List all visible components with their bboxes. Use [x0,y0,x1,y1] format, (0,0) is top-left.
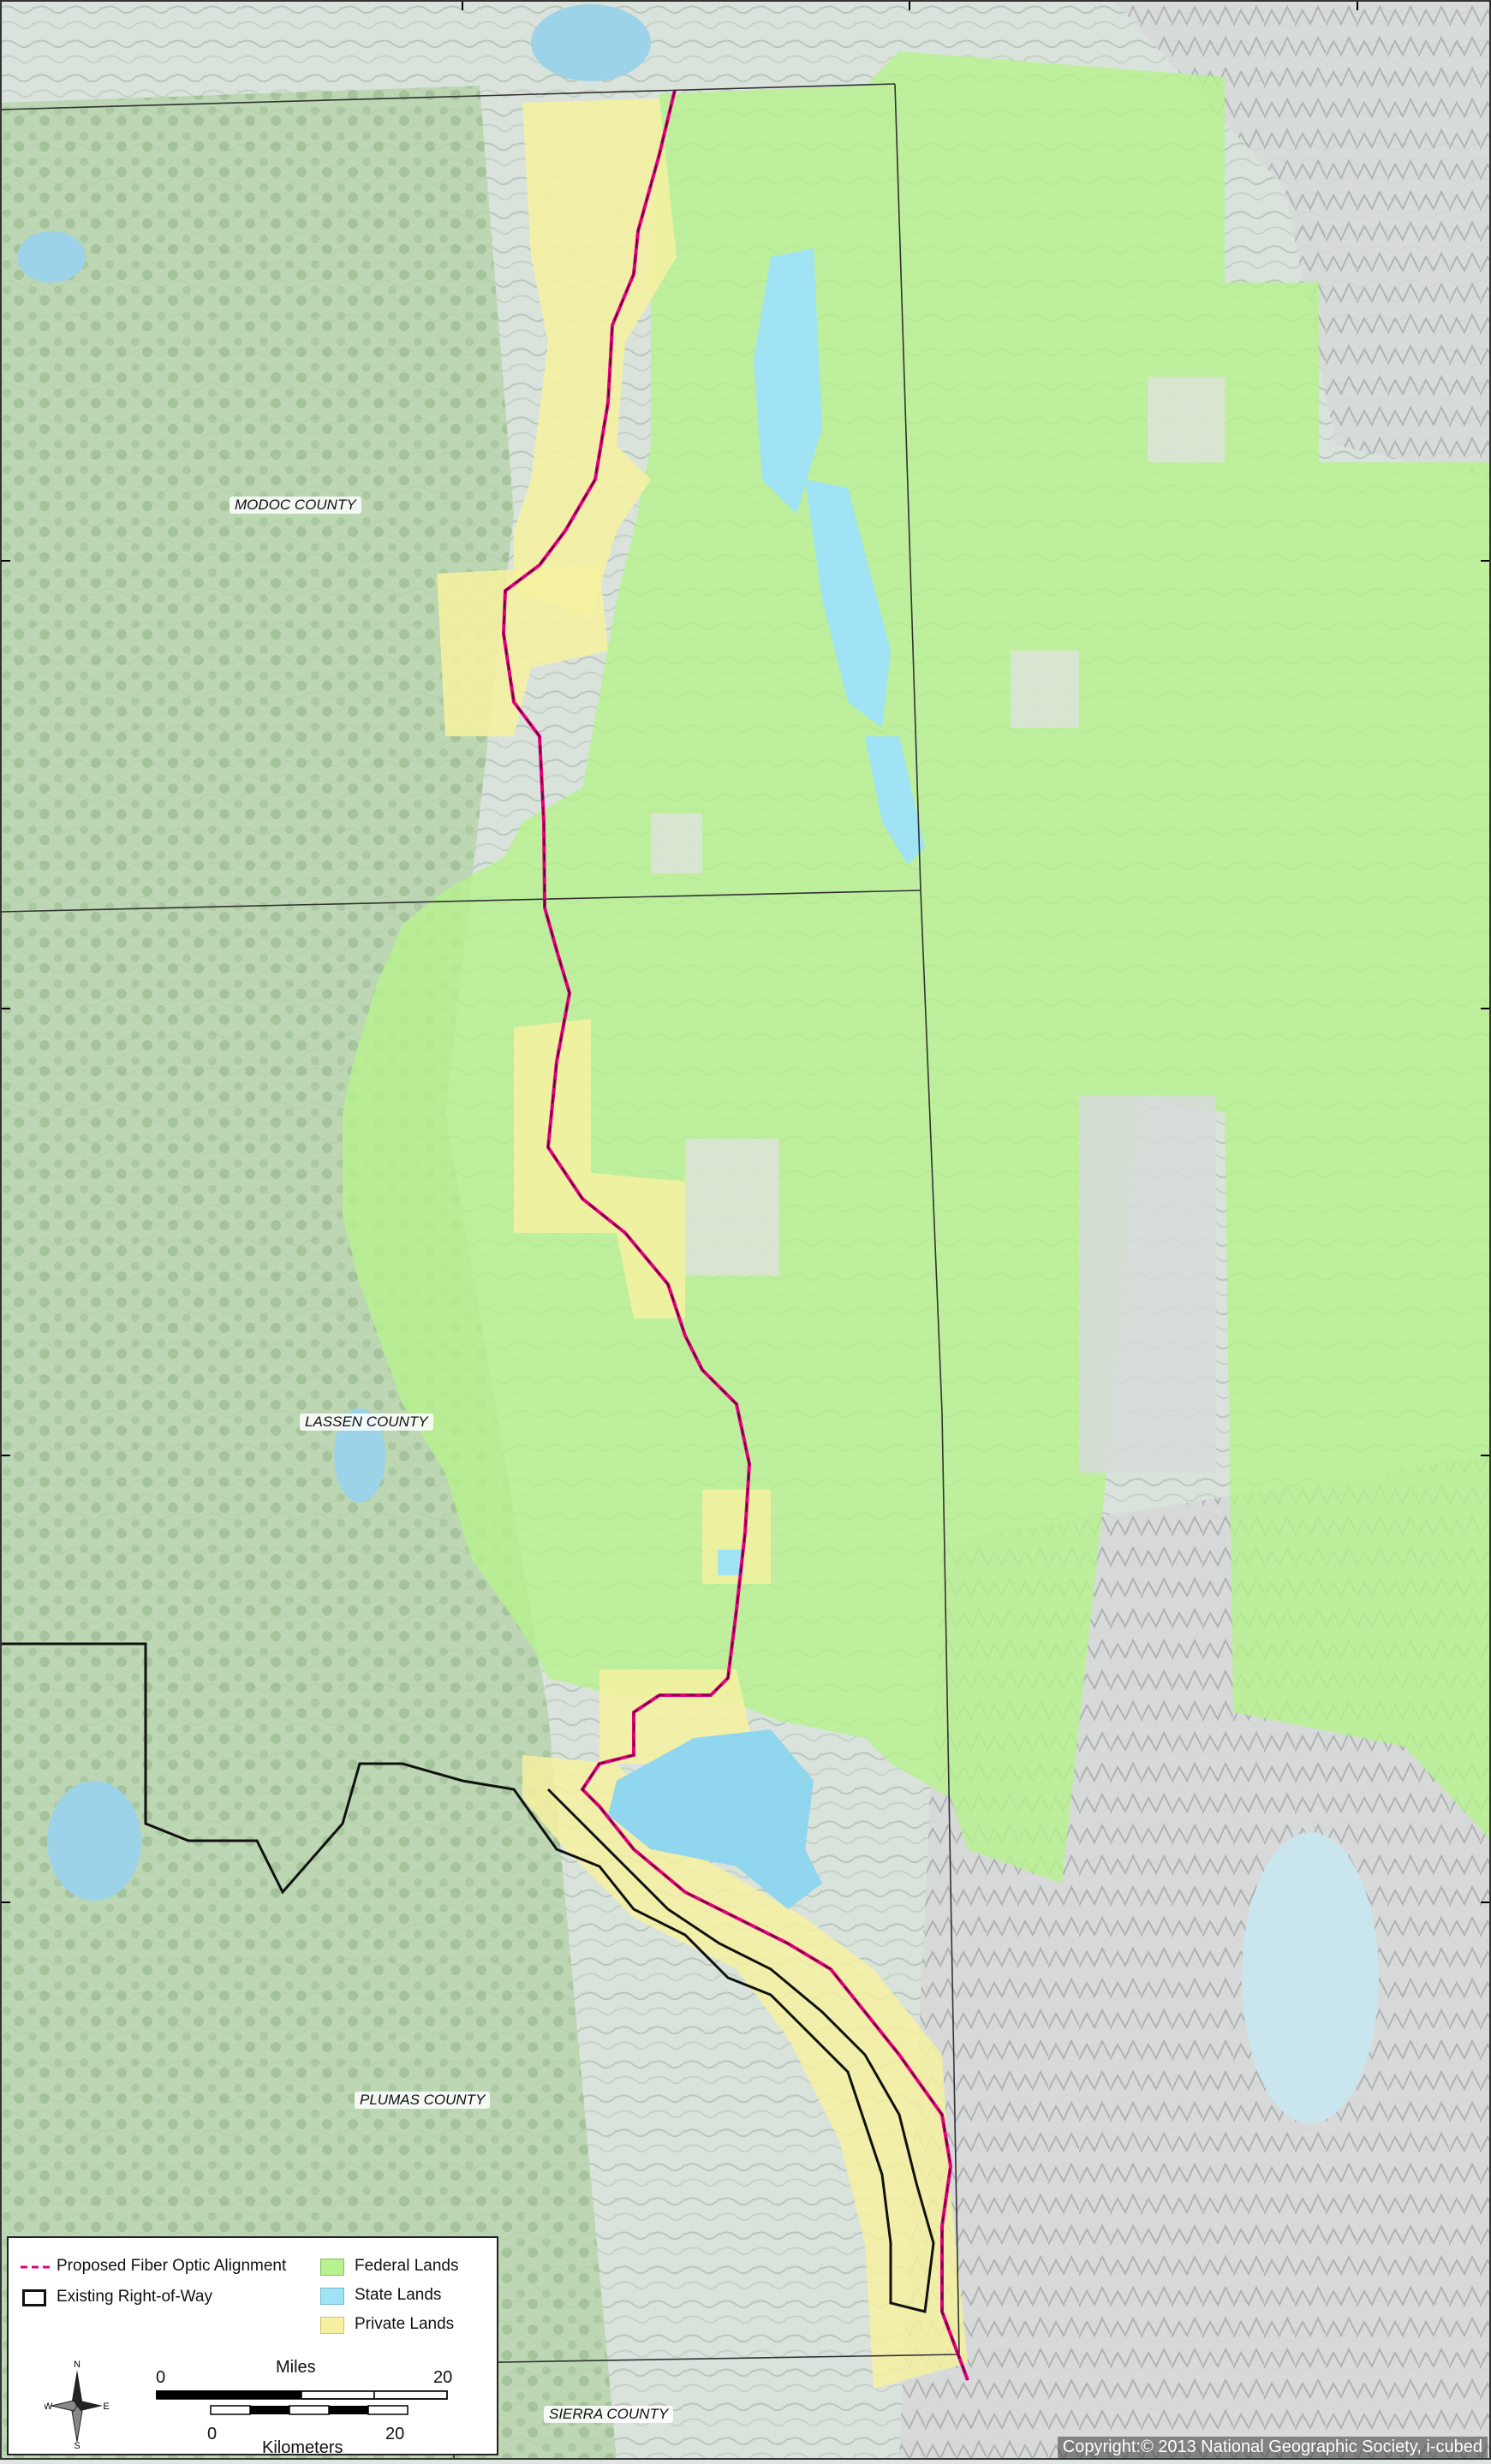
private-lands-mid [514,1019,685,1318]
legend-label-state: State Lands [355,2286,442,2304]
county-label-modoc: MODOC COUNTY [230,497,361,514]
legend-alignment-symbol [21,2265,50,2269]
scale-km-title: Kilometers [262,2438,343,2457]
lake-eagle [334,1408,385,1503]
lake-west-modoc [17,231,86,283]
federal-gap-2 [685,1139,779,1276]
scale-miles-end: 20 [433,2368,453,2387]
federal-gap-5 [651,813,702,873]
federal-gap-1 [1079,1096,1216,1473]
scale-bar [156,2390,448,2415]
north-arrow-n: N [74,2360,81,2370]
lake-pyramid [1242,1832,1379,2123]
legend-label-right-of-way: Existing Right-of-Way [57,2288,212,2306]
lake-almanor [47,1781,141,1901]
private-lands-modoc-south [437,565,608,736]
federal-lands-north [343,51,1491,1884]
mountain-northeast [1113,0,1491,479]
scale-km-start: 0 [207,2425,218,2443]
federal-gap-3 [1011,651,1079,728]
copyright-notice: Copyright:© 2013 National Geographic Soc… [1057,2437,1488,2458]
scale-miles-title: Miles [276,2358,316,2377]
fiber-optic-alignment-core [503,89,969,2381]
legend-label-alignment: Proposed Fiber Optic Alignment [57,2257,287,2275]
north-arrow-s: S [74,2441,80,2449]
scale-miles-start: 0 [156,2368,166,2387]
legend-label-private: Private Lands [355,2315,455,2333]
lake-honey [608,1729,822,1909]
private-lands-north [514,98,677,616]
legend-federal-swatch [320,2259,344,2276]
north-arrow-w: W [45,2402,53,2412]
north-arrow-e: E [103,2402,109,2412]
county-label-lassen: LASSEN COUNTY [300,1414,433,1431]
county-label-sierra: SIERRA COUNTY [544,2406,674,2423]
legend-right-of-way-swatch [22,2289,46,2306]
federal-gap-4 [1148,377,1225,462]
existing-right-of-way [0,1642,935,2313]
legend-state-swatch [320,2288,344,2305]
county-boundaries [0,83,960,2460]
private-lands-south [522,1755,968,2389]
lake-upper-alkali [754,248,822,514]
north-arrow-icon: N S W E [45,2360,110,2449]
lake-middle-alkali [805,479,891,728]
legend: Proposed Fiber Optic Alignment Existing … [7,2236,498,2457]
county-label-plumas: PLUMAS COUNTY [355,2092,491,2109]
legend-label-federal: Federal Lands [355,2257,459,2275]
legend-private-swatch [320,2317,344,2334]
lake-lower-alkali [865,736,925,865]
scale-km-end: 20 [385,2425,405,2443]
lake-goose [531,4,651,81]
